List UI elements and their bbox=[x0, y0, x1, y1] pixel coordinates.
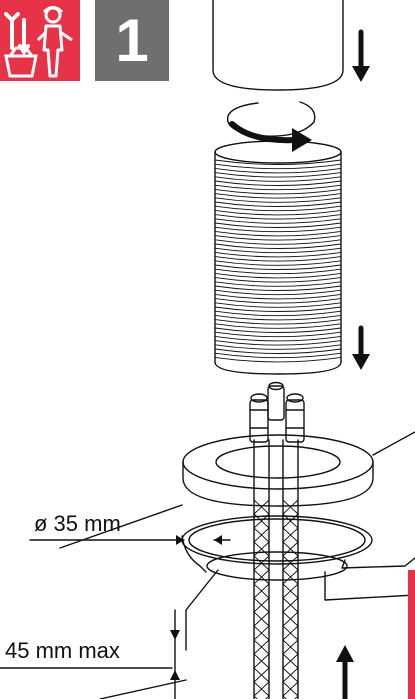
thread-line bbox=[214, 340, 342, 346]
thread-line bbox=[214, 197, 342, 203]
thread-line bbox=[214, 327, 342, 333]
diameter-dimension bbox=[29, 504, 231, 549]
thread-line bbox=[214, 348, 342, 354]
thread-line bbox=[214, 352, 342, 359]
thread-line bbox=[214, 226, 342, 233]
braid-segment bbox=[253, 583, 270, 599]
thread-line bbox=[214, 251, 342, 258]
braid-segment bbox=[253, 653, 270, 669]
thread-line bbox=[214, 205, 342, 212]
braid-segment bbox=[253, 541, 270, 557]
braid-segment bbox=[253, 597, 270, 613]
thread-line bbox=[214, 314, 342, 321]
thread-line bbox=[214, 230, 342, 237]
push-down-arrow-middle-icon bbox=[352, 325, 370, 370]
thread-line bbox=[214, 184, 342, 191]
thread-line bbox=[214, 335, 342, 342]
thread-line bbox=[214, 281, 342, 287]
thread-line bbox=[214, 193, 342, 199]
mounting-flange bbox=[182, 431, 415, 507]
hose-braiding bbox=[253, 499, 299, 699]
thread-line bbox=[214, 239, 342, 245]
thread-line bbox=[214, 268, 342, 275]
thread-line bbox=[214, 285, 342, 291]
thread-line bbox=[214, 256, 342, 262]
braid-segment bbox=[282, 625, 299, 641]
gasket-ring bbox=[181, 515, 373, 565]
rotation-arrow-icon bbox=[226, 101, 316, 152]
faucet-body-cylinder bbox=[212, 0, 344, 91]
thread-line bbox=[214, 243, 342, 249]
page-edge-tab bbox=[408, 570, 415, 699]
thread-line bbox=[214, 260, 342, 266]
thread-line bbox=[214, 272, 342, 279]
thread-line bbox=[214, 163, 342, 170]
braid-segment bbox=[253, 639, 270, 655]
braid-segment bbox=[253, 695, 270, 699]
braid-segment bbox=[253, 611, 270, 627]
braid-segment bbox=[282, 527, 299, 543]
thread-line bbox=[214, 277, 342, 283]
braid-segment bbox=[282, 653, 299, 669]
thread-line bbox=[214, 247, 342, 254]
thread-line bbox=[214, 176, 342, 182]
installer-badge bbox=[0, 0, 80, 81]
thread-line bbox=[214, 180, 342, 186]
thread-line bbox=[214, 306, 342, 312]
thread-line bbox=[214, 310, 342, 317]
step-number-badge: 1 bbox=[95, 0, 169, 81]
thread-line bbox=[214, 319, 342, 325]
thread-line bbox=[214, 264, 342, 270]
diameter-label: ø 35 mm bbox=[34, 511, 121, 536]
thread-line bbox=[214, 201, 342, 207]
braid-segment bbox=[282, 597, 299, 613]
thread-line bbox=[214, 331, 342, 338]
thread-line bbox=[214, 323, 342, 329]
thread-line bbox=[214, 289, 342, 296]
braid-segment bbox=[253, 527, 270, 543]
thread-line bbox=[214, 167, 342, 174]
thread-line bbox=[214, 159, 342, 165]
depth-dimension bbox=[0, 609, 187, 699]
braid-segment bbox=[253, 555, 270, 571]
braid-segment bbox=[282, 681, 299, 697]
braid-segment bbox=[253, 569, 270, 585]
braid-segment bbox=[282, 611, 299, 627]
shank-threads bbox=[214, 159, 342, 363]
braid-segment bbox=[253, 625, 270, 641]
thread-line bbox=[214, 214, 342, 220]
braid-segment bbox=[253, 681, 270, 697]
braid-segment bbox=[282, 499, 299, 515]
installer-with-tools-icon bbox=[4, 6, 73, 78]
braid-segment bbox=[253, 499, 270, 515]
thread-line bbox=[214, 188, 342, 195]
braid-segment bbox=[282, 569, 299, 585]
braid-segment bbox=[282, 695, 299, 699]
thread-line bbox=[214, 344, 342, 350]
braid-segment bbox=[282, 583, 299, 599]
insert-up-arrow-icon bbox=[336, 645, 354, 699]
thread-line bbox=[214, 172, 342, 178]
thread-line bbox=[214, 235, 342, 241]
thread-line bbox=[214, 298, 342, 304]
hose-connectors bbox=[249, 381, 305, 443]
thread-line bbox=[214, 356, 342, 363]
braid-segment bbox=[282, 555, 299, 571]
depth-label: 45 mm max bbox=[5, 638, 120, 663]
thread-line bbox=[214, 222, 342, 228]
thread-line bbox=[214, 209, 342, 216]
braid-segment bbox=[253, 667, 270, 683]
thread-line bbox=[214, 293, 342, 300]
push-down-arrow-top-icon bbox=[352, 29, 370, 82]
braid-segment bbox=[282, 667, 299, 683]
thread-line bbox=[214, 302, 342, 308]
thread-line bbox=[214, 218, 342, 224]
braid-segment bbox=[282, 541, 299, 557]
braid-segment bbox=[282, 639, 299, 655]
